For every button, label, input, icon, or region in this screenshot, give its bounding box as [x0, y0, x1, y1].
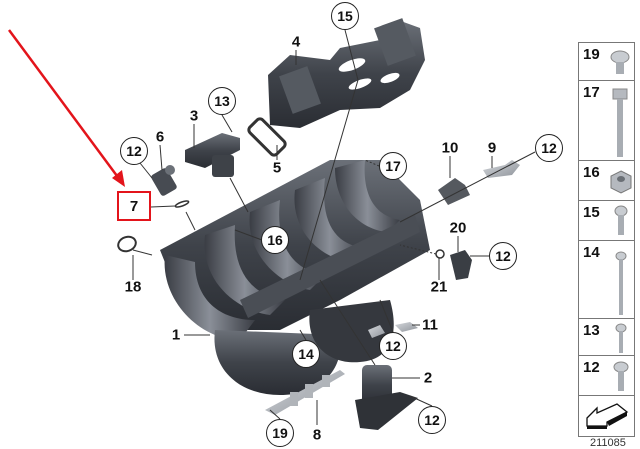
callout-part-21: 21	[430, 278, 448, 296]
hex-bolt-icon	[612, 88, 628, 157]
legend-item-13[interactable]: 13	[579, 319, 634, 356]
legend-item-number: 12	[583, 359, 600, 376]
callout-circled-12: 12	[535, 134, 563, 162]
callout-circled-13: 13	[208, 87, 236, 115]
part-21-oring	[435, 249, 445, 259]
legend-item-number: 17	[583, 84, 600, 101]
callout-part-1: 1	[171, 326, 181, 344]
hardware-legend-panel: 19 17 16 15	[578, 42, 635, 437]
callout-part-2: 2	[423, 369, 433, 387]
legend-item-16[interactable]: 16	[579, 161, 634, 201]
highlighted-callout-part-7: 7	[117, 191, 151, 221]
hex-nut-icon	[610, 170, 632, 194]
part-4-cover-plate	[268, 18, 425, 128]
washer-head-screw-icon	[613, 361, 629, 391]
legend-item-14[interactable]: 14	[579, 241, 634, 319]
callout-part-18: 18	[124, 278, 142, 296]
callout-part-3: 3	[189, 107, 199, 125]
self-tapping-screw-icon	[614, 205, 628, 235]
callout-circled-14: 14	[292, 340, 320, 368]
legend-item-19[interactable]: 19	[579, 43, 634, 81]
legend-item-12[interactable]: 12	[579, 356, 634, 396]
callout-part-5: 5	[272, 159, 282, 177]
next-page-arrow-button[interactable]	[579, 396, 634, 436]
legend-item-17[interactable]: 17	[579, 81, 634, 161]
callout-circled-15: 15	[331, 2, 359, 30]
legend-item-number: 13	[583, 322, 600, 339]
callout-part-20: 20	[449, 219, 467, 237]
legend-item-number: 16	[583, 164, 600, 181]
short-screw-icon	[615, 323, 627, 353]
diagram-id-label: 211085	[590, 437, 626, 449]
callout-part-9: 9	[487, 139, 497, 157]
pan-head-screw-icon	[610, 50, 630, 74]
leader-lines	[132, 29, 536, 425]
callout-part-11: 11	[422, 316, 438, 334]
callout-part-8: 8	[312, 426, 322, 444]
callout-part-6: 6	[155, 128, 165, 146]
callout-circled-12: 12	[418, 406, 446, 434]
red-pointer-arrow	[7, 29, 125, 187]
callout-circled-16: 16	[261, 226, 289, 254]
callout-part-10: 10	[441, 139, 459, 157]
next-page-arrow-icon	[586, 403, 629, 429]
part-18-seal	[117, 235, 137, 253]
callout-part-4: 4	[291, 33, 301, 51]
part-10-bracket	[438, 178, 470, 205]
part-11-clip	[395, 322, 418, 332]
legend-item-15[interactable]: 15	[579, 201, 634, 241]
part-5-gasket	[247, 117, 287, 157]
part-7-oring	[174, 200, 190, 208]
legend-item-number: 14	[583, 244, 600, 261]
part-2-valve	[355, 365, 418, 430]
part-6-sensor	[151, 165, 177, 196]
part-20-sensor	[450, 250, 472, 280]
legend-item-number: 15	[583, 204, 600, 221]
callout-circled-12: 12	[379, 332, 407, 360]
callout-circled-12: 12	[489, 242, 517, 270]
callout-circled-19: 19	[266, 419, 294, 447]
long-screw-icon	[615, 251, 627, 315]
legend-item-number: 19	[583, 46, 600, 63]
callout-circled-12: 12	[120, 137, 148, 165]
part-3-actuator	[185, 133, 240, 177]
callout-circled-17: 17	[379, 152, 407, 180]
